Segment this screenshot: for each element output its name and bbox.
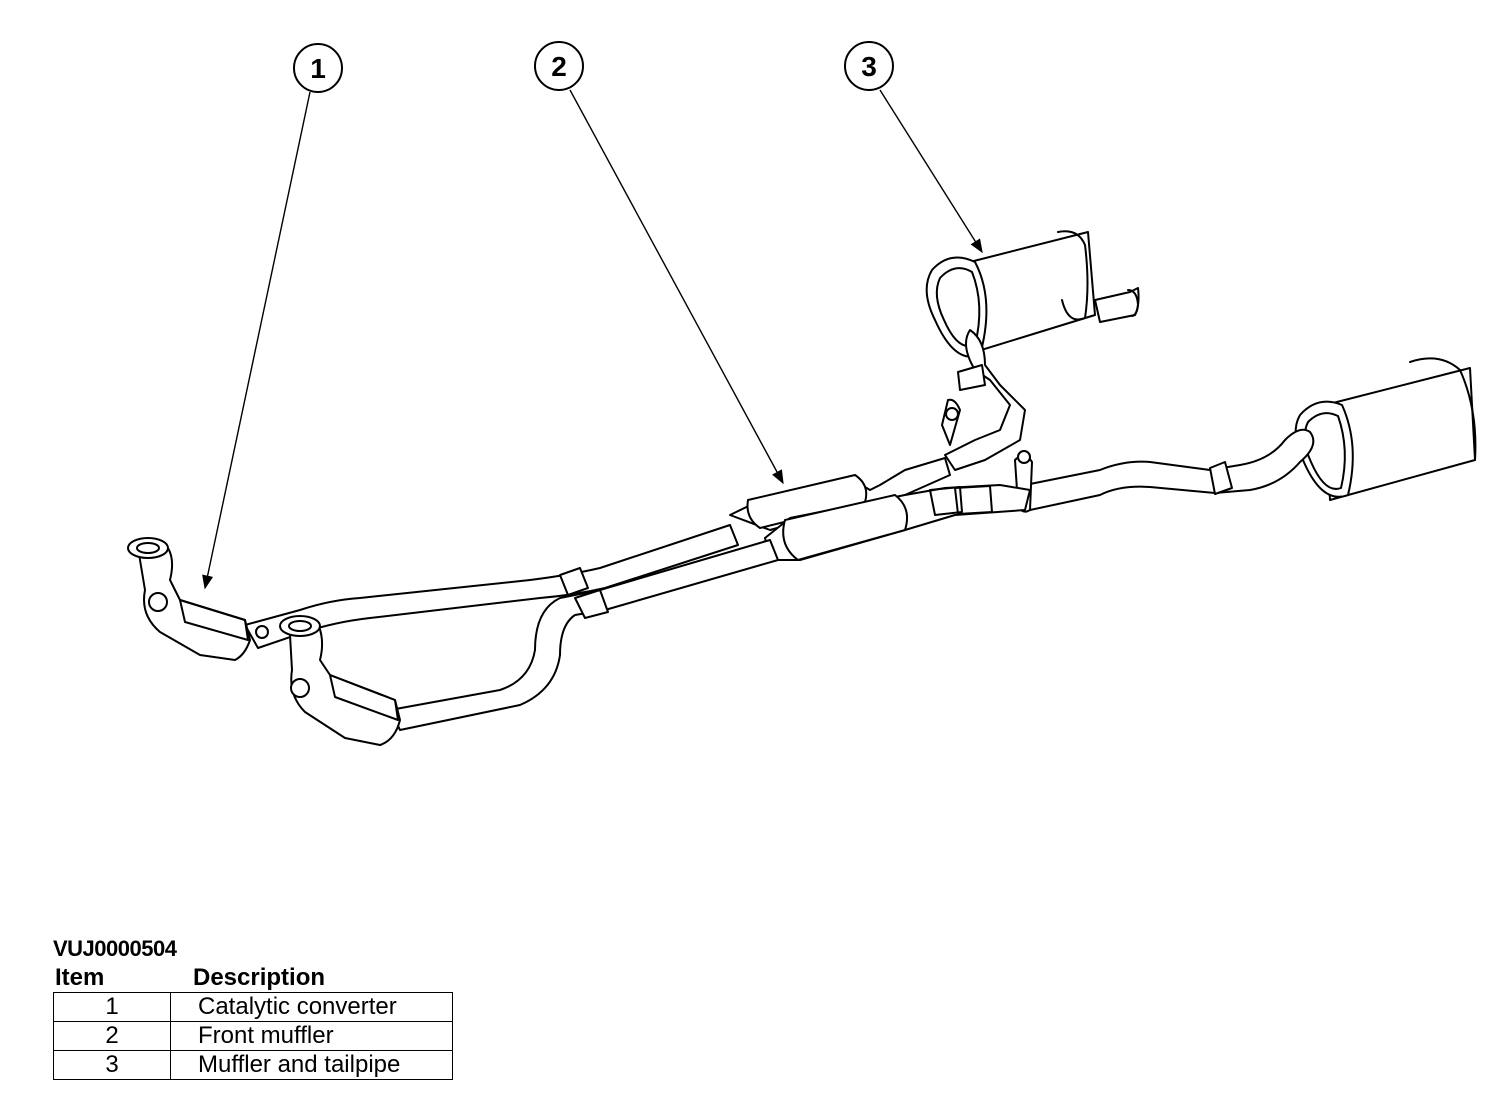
- figure-id: VUJ0000504: [53, 936, 177, 961]
- legend-header-description: Description: [193, 964, 326, 991]
- callout-1-label: 1: [310, 53, 326, 84]
- callout-2-label: 2: [551, 51, 567, 82]
- lower-tailpipe: [1015, 430, 1313, 512]
- callout-3: 3: [845, 42, 893, 90]
- legend-row: 2 Front muffler: [53, 1021, 453, 1051]
- catalytic-converter-right: [280, 616, 400, 745]
- legend-header-item: Item: [55, 964, 105, 991]
- legend-row-item: 3: [53, 1050, 171, 1080]
- legend-row-item: 2: [53, 1021, 171, 1051]
- front-pipes: [245, 525, 778, 730]
- legend-table: 1 Catalytic converter 2 Front muffler 3 …: [53, 992, 453, 1080]
- upper-tailpipe: [942, 330, 1025, 470]
- catalytic-converter-left: [128, 538, 268, 660]
- upper-rear-muffler: [927, 231, 1139, 357]
- exhaust-system-diagram: 1 2 3: [0, 0, 1504, 900]
- legend: VUJ0000504 Item Description 1 Catalytic …: [53, 936, 453, 1080]
- lower-rear-muffler: [1296, 358, 1476, 500]
- callout-3-leader: [880, 90, 983, 254]
- legend-row: 3 Muffler and tailpipe: [53, 1050, 453, 1080]
- legend-row: 1 Catalytic converter: [53, 992, 453, 1022]
- callout-2-leader: [570, 90, 784, 485]
- callout-1-leader: [202, 92, 310, 590]
- callout-3-label: 3: [861, 51, 877, 82]
- callout-1: 1: [294, 44, 342, 92]
- front-muffler: [730, 458, 1030, 560]
- legend-header: Item Description: [53, 964, 453, 992]
- legend-row-description: Front muffler: [170, 1021, 453, 1051]
- legend-row-item: 1: [53, 992, 171, 1022]
- legend-row-description: Muffler and tailpipe: [170, 1050, 453, 1080]
- legend-row-description: Catalytic converter: [170, 992, 453, 1022]
- callout-2: 2: [535, 42, 583, 90]
